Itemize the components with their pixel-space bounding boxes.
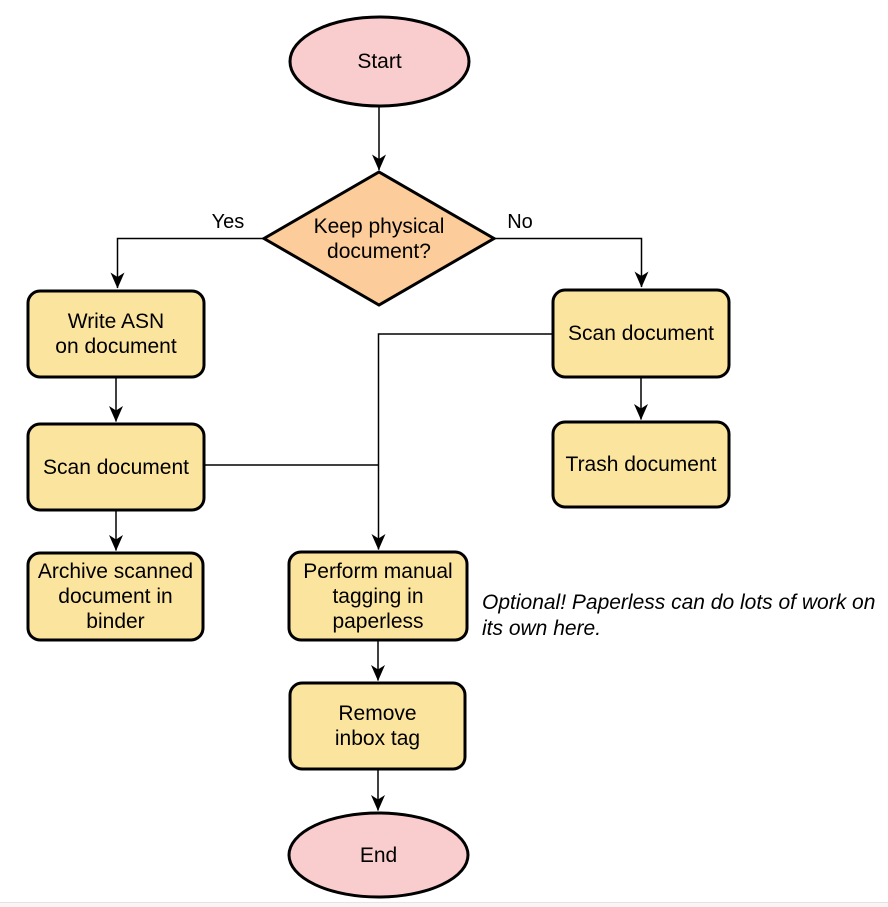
end-terminal-shape [287,811,470,899]
start-terminal-shape [288,15,471,108]
edge-scan-right-to-tagging [371,333,552,550]
scan-document-left-box-shape [26,422,206,512]
write-asn-box-shape [26,289,206,379]
decision-diamond-shape [261,170,497,307]
page-bottom-edge [0,902,888,907]
trash-document-box-shape [551,420,731,509]
edges [109,107,649,811]
manual-tagging-box-shape [287,550,469,642]
edge-decision-yes-to-write-asn [110,237,264,289]
edge-decision-no-to-scan-right [494,237,649,288]
remove-inbox-tag-box-shape [288,681,467,771]
archive-binder-box-shape [26,551,205,642]
scan-document-right-box-shape [551,288,731,379]
nodes [26,15,731,899]
